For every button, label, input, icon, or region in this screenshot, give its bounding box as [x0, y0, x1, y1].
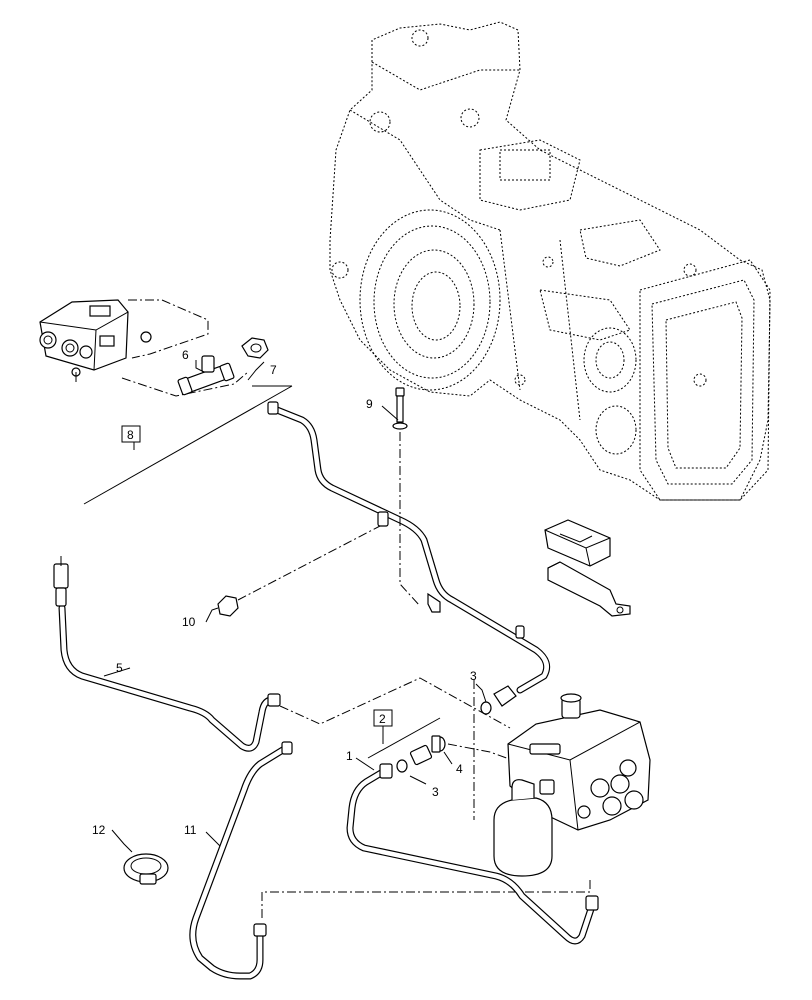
nut-icon	[241, 337, 269, 359]
callout-4: 4	[456, 762, 463, 776]
cap-nut-icon	[217, 595, 239, 617]
pipe-8-icon	[267, 401, 551, 694]
transmission-housing-icon	[329, 21, 771, 501]
callout-3-upper: 3	[470, 669, 477, 683]
callout-5: 5	[116, 661, 123, 675]
callout-7: 7	[270, 363, 277, 377]
pipe-1-icon	[346, 763, 599, 945]
bolt-icon	[392, 387, 408, 430]
callout-box-8	[121, 425, 141, 443]
callout-10: 10	[182, 615, 196, 629]
pipe-end-fitting-icon	[480, 685, 517, 715]
callout-9: 9	[366, 397, 373, 411]
callout-2: 2	[379, 712, 386, 726]
remote-control-valve-icon	[507, 693, 651, 831]
callout-8: 8	[127, 428, 134, 442]
mounting-bracket-icon	[547, 561, 631, 617]
tee-fitting-icon	[177, 355, 235, 396]
small-valve-block-icon	[39, 299, 152, 382]
callout-11: 11	[184, 823, 197, 837]
callout-3-lower: 3	[432, 785, 439, 799]
hose-clamp-icon	[123, 853, 169, 885]
callout-12: 12	[92, 823, 106, 837]
pipe-11-icon	[189, 741, 293, 980]
pipe-5-icon	[53, 556, 281, 752]
callout-6: 6	[182, 348, 189, 362]
accumulator-icon	[493, 779, 553, 877]
callout-1: 1	[346, 749, 353, 763]
adapter-fitting-icon	[396, 735, 446, 773]
spacer-block-icon	[544, 519, 611, 567]
